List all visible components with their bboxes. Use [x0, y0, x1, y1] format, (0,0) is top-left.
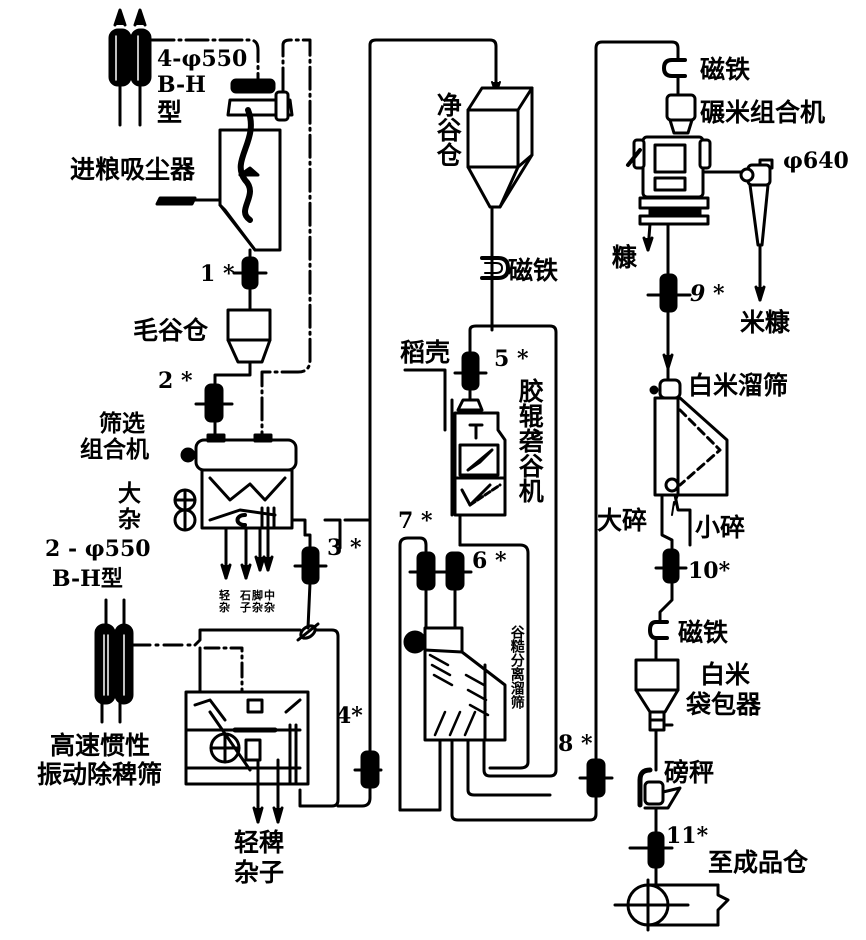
flow-line	[398, 536, 428, 812]
flow-line	[658, 580, 674, 624]
to-product-bin-label: 至成品仓	[708, 848, 809, 877]
elevator-6-label: 6 *	[472, 548, 507, 574]
screening-combo-label-2: 组合机	[80, 437, 149, 463]
husk-label: 稻壳	[400, 338, 451, 367]
screening-combo-machine-icon	[173, 433, 307, 537]
elevator-11-label: 11*	[666, 823, 709, 849]
screen-output-stone: 石子	[240, 589, 251, 614]
rubber-roll-huller-icon	[453, 398, 507, 517]
magnet-1-label: 磁铁	[508, 256, 559, 285]
large-impurity-label-2: 杂	[118, 507, 141, 533]
paddy-separator-icon	[403, 626, 507, 742]
cyclone-bottom-spec-2: B-H型	[52, 566, 123, 592]
scale-label: 磅秤	[664, 758, 715, 787]
raw-paddy-bin-icon	[226, 308, 272, 364]
air-duct-top	[150, 38, 260, 87]
white-rice-sifter-icon	[649, 378, 729, 497]
elevator-5-icon	[453, 351, 488, 391]
elevator-4-label: 4*	[336, 703, 363, 729]
destoner-icon	[184, 690, 310, 786]
air-duct-right	[260, 38, 312, 442]
screen-output-medium: 中杂	[264, 589, 275, 614]
elevator-3-icon	[293, 546, 328, 585]
flow-line	[458, 543, 530, 770]
cyclone-top-spec-2: B-H	[157, 72, 206, 98]
large-broken-label: 大碎	[597, 506, 648, 535]
magnet-2-label: 磁铁	[700, 55, 751, 84]
cyclone-bottom-spec-1: 2 - φ550	[45, 536, 151, 562]
rice-mill-combo-label: 碾米组合机	[700, 98, 826, 127]
flow-line	[303, 533, 312, 550]
elevator-8-label: 8 *	[558, 731, 593, 757]
flow-line	[193, 628, 302, 647]
rubber-roll-huller-label: 胶辊砻谷机	[515, 378, 545, 503]
elevator-6-icon	[438, 551, 473, 591]
raw-paddy-bin-label: 毛谷仓	[133, 316, 209, 345]
rice-bran-label: 米糠	[740, 308, 791, 337]
destoner-label-1: 高速惯性	[50, 731, 151, 760]
flow-line	[368, 38, 498, 762]
flow-line	[450, 738, 598, 822]
flow-line	[468, 324, 558, 778]
elevator-4-icon	[353, 750, 383, 789]
destoner-output-arrows	[252, 758, 284, 824]
flow-line	[323, 518, 342, 550]
intake-dust-collector-icon	[155, 78, 294, 252]
magnet-3-label: 磁铁	[678, 618, 729, 647]
flow-line	[336, 782, 372, 808]
bagging-machine-icon	[634, 658, 680, 732]
destoner-output-label-2: 杂子	[234, 858, 285, 887]
clean-paddy-bin-label: 净谷仓	[433, 92, 463, 167]
elevator-7-label: 7 *	[398, 508, 433, 534]
white-rice-sifter-label: 白米溜筛	[688, 371, 789, 400]
valve-icon	[296, 622, 320, 642]
cyclone-group-bottom-icon	[94, 598, 134, 724]
flow-line	[466, 738, 552, 797]
flow-line	[673, 493, 692, 547]
bagging-label-2: 袋包器	[686, 690, 762, 719]
cyclone-right-icon	[739, 158, 774, 247]
cyclone-right-label: φ640	[783, 148, 849, 174]
husk-outlet-line	[403, 368, 447, 432]
bagging-label-1: 白米	[700, 660, 751, 689]
bran-label: 糠	[612, 243, 638, 272]
elevator-8-icon	[578, 758, 614, 798]
elevator-7-icon	[408, 551, 444, 591]
cyclone-top-spec-1: 4-φ550	[157, 46, 248, 72]
elevator-1-label: 1 *	[200, 261, 235, 287]
elevator-2-icon	[194, 383, 234, 423]
elevator-5-label: 5 *	[494, 346, 529, 372]
elevator-10-label: 10*	[688, 558, 731, 584]
magnet-3-icon	[648, 620, 669, 640]
elevator-2-label: 2 *	[158, 368, 193, 394]
elevator-1-icon	[232, 256, 268, 290]
elevator-9-label: 9 *	[690, 281, 725, 307]
elevator-9-icon	[646, 273, 692, 313]
flow-line	[594, 40, 680, 762]
elevator-3-label: 3 *	[327, 535, 362, 561]
flow-line	[298, 628, 340, 808]
destoner-label-2: 振动除稗筛	[37, 760, 163, 789]
screen-output-foot: 脚杂	[252, 589, 263, 614]
magnet-1-icon	[480, 256, 510, 280]
intake-dust-collector-label: 进粮吸尘器	[70, 155, 196, 184]
screen-output-light: 轻杂	[219, 589, 230, 614]
conveyor-icon	[613, 878, 730, 932]
clean-paddy-bin-icon	[466, 86, 534, 209]
small-broken-label: 小碎	[695, 513, 746, 542]
magnet-2-icon	[662, 58, 687, 78]
elevator-11-icon	[628, 831, 674, 869]
paddy-separator-label: 谷糙分离溜筛	[508, 625, 525, 709]
screen-output-arrows	[220, 526, 274, 580]
large-impurity-label-1: 大	[118, 481, 141, 507]
cyclone-group-top-icon	[108, 8, 152, 127]
air-duct	[203, 646, 244, 694]
flow-line	[398, 738, 442, 812]
screening-combo-label-1: 筛选	[99, 411, 145, 437]
rice-mill-combo-icon	[626, 93, 712, 226]
destoner-output-label-1: 轻稗	[234, 828, 285, 857]
elevator-10-icon	[654, 548, 688, 584]
cyclone-top-spec-3: 型	[157, 98, 183, 127]
